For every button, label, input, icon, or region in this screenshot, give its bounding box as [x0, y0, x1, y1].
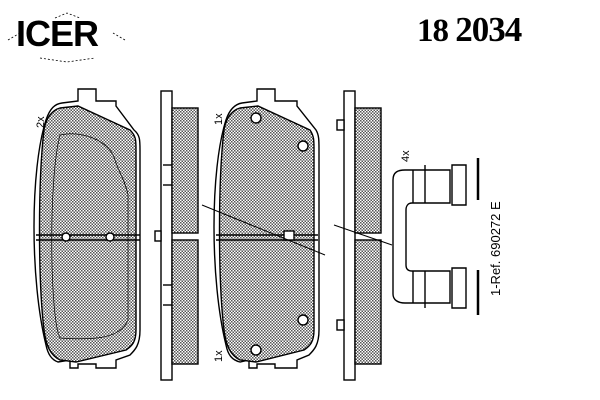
pad-right-top-quantity: 1x — [213, 113, 225, 125]
brake-pad-front-view-left — [33, 88, 141, 369]
brake-pad-front-view-right — [201, 88, 326, 369]
part-number: 18 2034 — [417, 10, 522, 50]
brake-pad-side-view-left — [154, 90, 199, 381]
brand-logo: ICER — [16, 13, 99, 54]
pad-right-bottom-quantity: 1x — [213, 350, 225, 362]
pad-left-quantity: 2x — [35, 116, 47, 128]
logo-frame — [7, 12, 126, 63]
clip-quantity: 4x — [400, 150, 412, 162]
anti-rattle-clip — [392, 158, 480, 315]
brake-pad-side-view-right — [333, 90, 393, 381]
reference-number: 1-Ref. 690272 E — [488, 201, 503, 296]
part-number-prefix: 18 — [417, 13, 449, 49]
part-number-main: 2034 — [455, 10, 522, 49]
